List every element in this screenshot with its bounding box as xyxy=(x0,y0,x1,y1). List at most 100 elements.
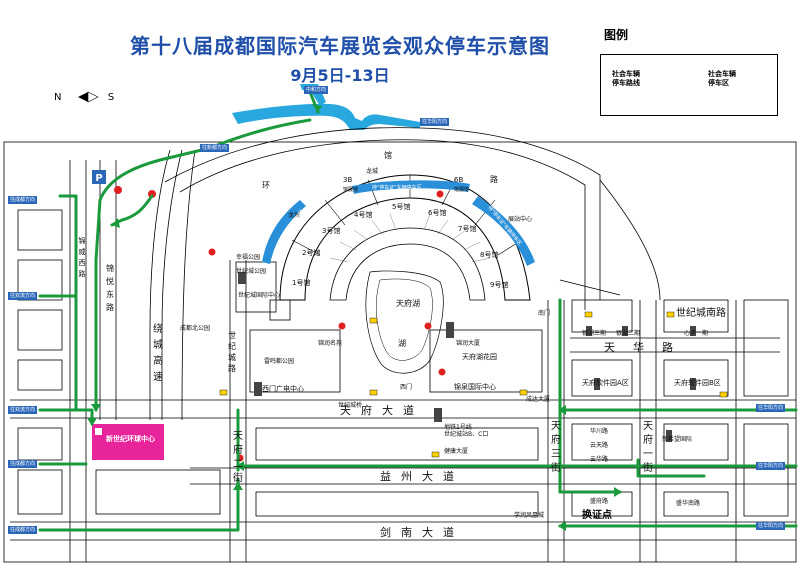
place-international-conference: 世纪城国际中心 xyxy=(238,292,281,299)
place-chengdu-bei: 成都北公园 xyxy=(180,325,211,332)
dir-tag-3: 往双流方向 xyxy=(8,406,38,414)
dir-tag-1: 往成都方向 xyxy=(8,196,38,204)
dir-tag-11: 往新都方向 xyxy=(200,144,230,152)
road-yizhou: 益州大道 xyxy=(380,470,464,483)
place-software-a: 天府软件园A区 xyxy=(582,379,629,387)
road-tianfu: 天府大道 xyxy=(340,404,424,417)
place-jin-quan: 锦泉国际中心 xyxy=(454,383,496,391)
place-software-b: 天府软件园B区 xyxy=(674,379,721,387)
parking-sign-icon xyxy=(92,170,106,184)
place-sunning: 成达大厦 xyxy=(526,396,551,403)
place-shenghua-south: 盛华南路 xyxy=(676,500,701,507)
place-center-park: 世纪城公园 xyxy=(236,268,267,275)
place-yuntian: 云天路 xyxy=(590,442,609,449)
place-metro: 地铁1号线 世纪城站B、C口 xyxy=(444,424,489,438)
road-longcheng: 龙城 xyxy=(366,168,379,175)
compass: N S xyxy=(54,92,114,103)
place-yinhu2: 银湖二期 xyxy=(616,330,641,337)
page-title: 第十八届成都国际汽车展览会观众停车示意图 xyxy=(130,34,550,58)
road-ring-2: 馆 xyxy=(384,151,392,160)
longcheng-label: 龙城 xyxy=(288,212,301,219)
dir-tag-7: 往华阳方向 xyxy=(756,462,786,470)
place-tianfu-lake: 天府湖 xyxy=(396,299,420,308)
place-xinzi: 心子一期 xyxy=(684,330,709,337)
blue-band-center xyxy=(352,180,470,194)
place-leiming2: 锦润名苑 xyxy=(318,340,343,347)
place-jian-kang: 健康大厦 xyxy=(444,448,469,455)
place-tianfu-lake-garden: 天府湖花园 xyxy=(462,353,497,361)
road-ximen: 西门 xyxy=(400,384,413,391)
legend-parking-label: 社会车辆 停车区 xyxy=(708,70,736,87)
legend-route-label: 社会车辆 停车路线 xyxy=(612,70,640,87)
bus-stop-markers xyxy=(219,311,728,458)
place-yinhu: 银湖三期 xyxy=(582,330,607,337)
hall-5-label: 5号馆 xyxy=(392,203,411,211)
buildings xyxy=(238,272,696,442)
legend-title: 图例 xyxy=(604,28,629,42)
hall-2-label: 2号馆 xyxy=(302,249,321,257)
place-lake: 湖 xyxy=(398,339,406,348)
place-huachuan: 华川路 xyxy=(590,428,609,435)
road-jiannan: 剑南大道 xyxy=(380,526,464,539)
dir-tag-6: 往华阳方向 xyxy=(756,404,786,412)
road-raocheng: 绕城高速 xyxy=(153,324,163,383)
place-huanzheng: 换证点 xyxy=(582,510,612,521)
place-xingfu: 幸福公园 xyxy=(236,254,261,261)
road-shiji-south: 世纪城南路 xyxy=(676,308,726,319)
place-xi-guo-center: 西门广电中心 xyxy=(262,385,304,393)
map-frame xyxy=(3,141,797,563)
hall-1-label: 1号馆 xyxy=(292,279,311,287)
hall-6b-label: 6B xyxy=(454,176,464,184)
road-tianfu-1st: 天府一街 xyxy=(643,421,653,474)
road-network xyxy=(10,127,796,562)
road-shiji-city: 世纪城路 xyxy=(228,331,236,373)
no-entry-markers xyxy=(114,186,446,462)
hall-6b-zone: 馆展馆 xyxy=(454,187,470,193)
hall-3b-label: 3B xyxy=(343,176,353,184)
compass-arrow-icon xyxy=(78,92,88,102)
place-leiming: 雷鸣都公园 xyxy=(264,358,295,365)
place-xinshi: 新希望国际 xyxy=(662,436,693,443)
hall-4-label: 4号馆 xyxy=(354,211,373,219)
hall-3b-zone: 馆展馆 xyxy=(343,187,359,193)
place-yunhua: 云华路 xyxy=(590,456,609,463)
compass-south: S xyxy=(107,92,115,103)
place-xinshiji: 新世纪环球中心 xyxy=(106,435,155,443)
blue-band-left xyxy=(262,200,306,264)
road-nanmen: 南门 xyxy=(538,310,551,317)
road-tianfu-3rd: 天府三街 xyxy=(551,421,561,474)
dir-tag-4: 往成都方向 xyxy=(8,460,38,468)
road-tianhua: 天华路 xyxy=(604,341,691,354)
svg-text:P: P xyxy=(95,173,102,184)
dir-tag-10: 中和方向 xyxy=(304,86,329,94)
road-jinwei-west: 锦威西路 xyxy=(78,237,86,278)
jindian-label: 展站中心 xyxy=(508,216,533,223)
road-jinyue-east: 锦悦东路 xyxy=(106,264,114,312)
page-subtitle: 9月5日-13日 xyxy=(290,66,390,85)
hall-6-label: 6号馆 xyxy=(428,209,447,217)
road-ring-1: 环 xyxy=(262,181,270,190)
river xyxy=(232,103,420,130)
hall-3-label: 3号馆 xyxy=(322,227,341,235)
blue-band-right xyxy=(472,196,535,266)
legend-box xyxy=(600,54,778,116)
hall-8-label: 8号馆 xyxy=(480,251,499,259)
road-ring-3: 路 xyxy=(490,175,498,184)
place-xuerun: 学润凤凰城 xyxy=(514,512,545,519)
dir-tag-8: 往华阳方向 xyxy=(756,522,786,530)
place-shengfu: 盛府路 xyxy=(590,498,609,505)
dir-tag-2: 往双流方向 xyxy=(8,292,38,300)
exhibition-arc xyxy=(262,174,535,374)
compass-north: N xyxy=(54,92,62,103)
parking-area xyxy=(92,424,164,460)
dir-tag-5: 往成都方向 xyxy=(8,526,38,534)
hall-9-label: 9号馆 xyxy=(490,281,509,289)
route-arrowheads xyxy=(87,104,622,531)
road-tianfu-2nd: 天府二街 xyxy=(233,431,243,484)
place-fuhua: 锦润大厦 xyxy=(456,340,481,347)
dir-tag-9: 往华阳方向 xyxy=(420,118,450,126)
blue-band-center-label: 持"停车证"车辆停车区 xyxy=(372,185,422,191)
hall-7-label: 7号馆 xyxy=(458,225,477,233)
place-shiji-qiao: 世纪城桥 xyxy=(338,402,363,409)
